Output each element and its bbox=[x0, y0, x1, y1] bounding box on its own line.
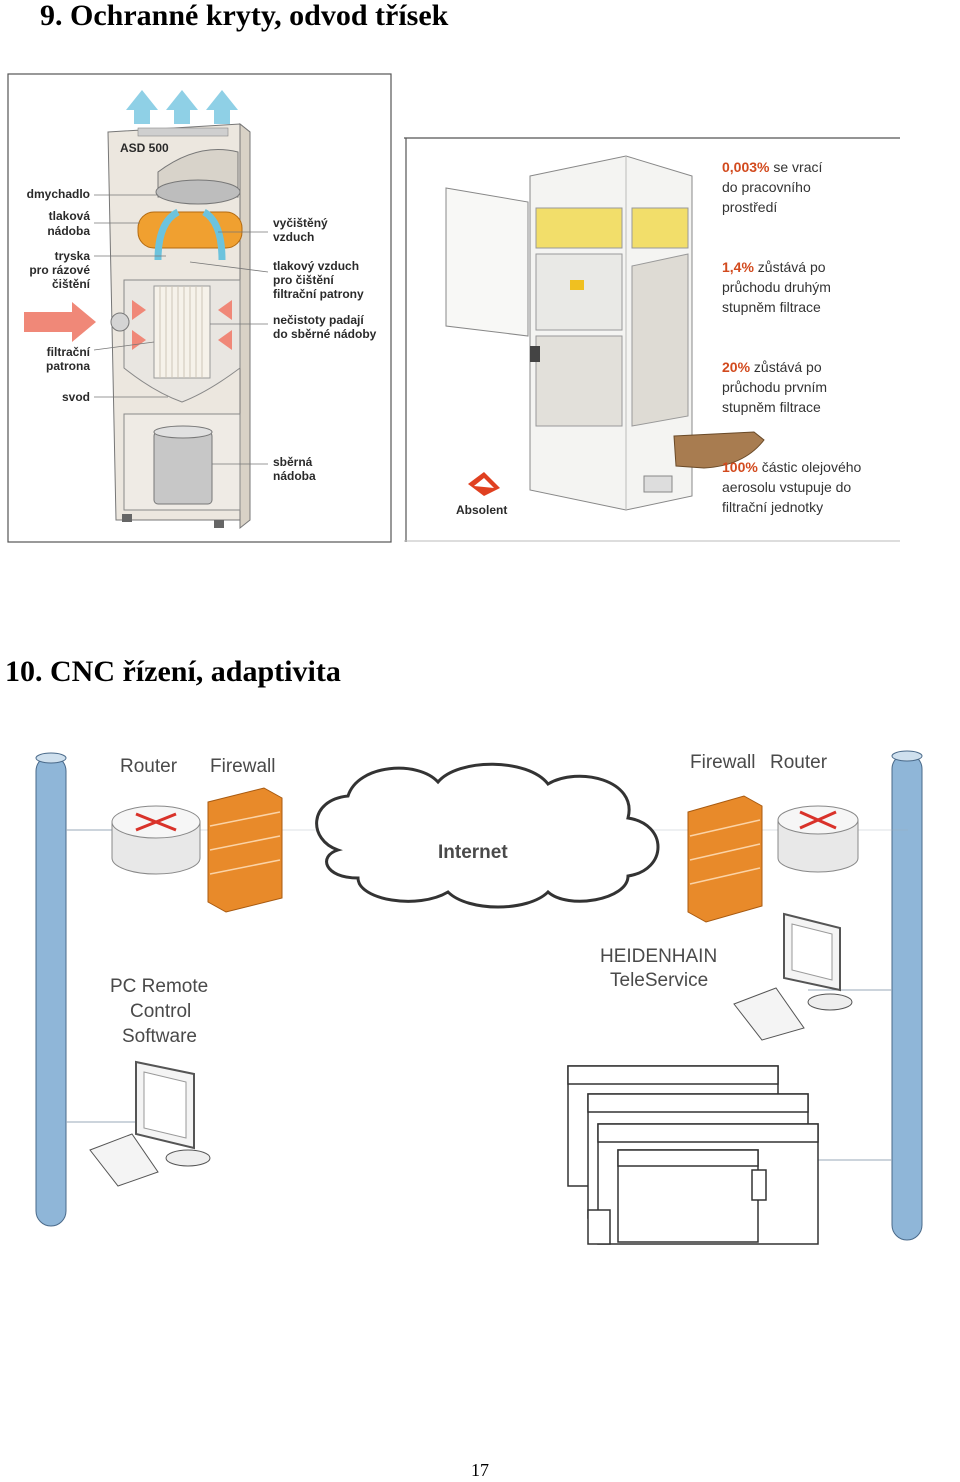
label-clean-air-2: vzduch bbox=[273, 230, 314, 244]
label-drain: svod bbox=[62, 390, 90, 404]
dust-extractor-figure: ASD 500 bbox=[7, 72, 393, 544]
right-network-pipe bbox=[891, 750, 923, 1241]
note-20-line2: průchodu prvním bbox=[722, 379, 827, 395]
label-clean-air-1: vyčištěný bbox=[273, 216, 328, 230]
label-nozzle-3: čištění bbox=[52, 277, 91, 291]
label-blower: dmychadlo bbox=[27, 187, 90, 201]
note-0003: 0,003% se vrací do pracovního prostředí bbox=[722, 159, 822, 215]
label-pressure-air-3: filtrační patrony bbox=[273, 287, 364, 301]
label-tank-1: tlaková bbox=[49, 209, 91, 223]
oil-mist-filter-figure: Absolent 0,003% se vrací do pracovního p… bbox=[404, 136, 902, 544]
label-cartridge-2: patrona bbox=[46, 359, 90, 373]
note-20-line1: zůstává po bbox=[750, 359, 822, 375]
pc-remote-label-3: Software bbox=[122, 1026, 197, 1047]
note-0003-line1: se vrací bbox=[769, 159, 822, 175]
left-firewall-icon bbox=[207, 787, 283, 913]
pct-0003: 0,003% bbox=[722, 159, 770, 175]
svg-text:100% částic olejového: 100% částic olejového bbox=[722, 459, 862, 475]
note-20-line3: stupněm filtrace bbox=[722, 399, 821, 415]
svg-text:20% zůstává po: 20% zůstává po bbox=[722, 359, 822, 375]
dust-extractor-illustration: ASD 500 bbox=[7, 73, 392, 543]
pct-20: 20% bbox=[722, 359, 751, 375]
note-100: 100% částic olejového aerosolu vstupuje … bbox=[722, 459, 862, 515]
absolent-logo-text: Absolent bbox=[456, 503, 507, 517]
label-pressure-air-1: tlakový vzduch bbox=[273, 259, 359, 273]
left-network-pipe bbox=[35, 752, 67, 1227]
unit-brand: ASD 500 bbox=[120, 141, 169, 155]
svg-text:1,4% zůstává po: 1,4% zůstává po bbox=[722, 259, 826, 275]
inlet-arrow bbox=[24, 302, 96, 342]
label-dirt-1: nečistoty padají bbox=[273, 313, 364, 327]
label-dirt-2: do sběrné nádoby bbox=[273, 327, 377, 341]
network-diagram-illustration: Router Firewall Internet Firewall bbox=[35, 750, 923, 1245]
pct-14: 1,4% bbox=[722, 259, 754, 275]
note-0003-line3: prostředí bbox=[722, 199, 777, 215]
page-number: 17 bbox=[471, 1460, 489, 1480]
internet-cloud bbox=[315, 762, 660, 909]
label-tank-2: nádoba bbox=[47, 224, 90, 238]
right-router-label: Router bbox=[770, 752, 828, 773]
note-20: 20% zůstává po průchodu prvním stupněm f… bbox=[722, 359, 827, 415]
pct-100: 100% bbox=[722, 459, 758, 475]
heidenhain-label-2: TeleService bbox=[610, 970, 708, 991]
right-firewall-label: Firewall bbox=[690, 752, 755, 773]
svg-text:0,003% se vrací: 0,003% se vrací bbox=[722, 159, 822, 175]
pc-remote-label-2: Control bbox=[130, 1001, 191, 1022]
label-nozzle-2: pro rázové bbox=[29, 263, 90, 277]
internet-label: Internet bbox=[438, 842, 508, 863]
left-router-icon bbox=[111, 805, 201, 875]
label-bin-1: sběrná bbox=[273, 455, 313, 469]
oil-mist-filter-illustration: Absolent 0,003% se vrací do pracovního p… bbox=[404, 137, 900, 542]
left-firewall-label: Firewall bbox=[210, 756, 275, 777]
left-router-label: Router bbox=[120, 756, 178, 777]
heidenhain-label-1: HEIDENHAIN bbox=[600, 946, 717, 967]
teleservice-computer-icon bbox=[733, 912, 853, 1041]
label-bin-2: nádoba bbox=[273, 469, 316, 483]
section-9-heading: 9. Ochranné kryty, odvod třísek bbox=[40, 0, 449, 32]
remote-pc-computer-icon bbox=[89, 1060, 211, 1187]
label-cartridge-1: filtrační bbox=[47, 345, 91, 359]
right-firewall-icon bbox=[687, 795, 763, 923]
cabinet: ASD 500 bbox=[24, 122, 251, 530]
note-14-line3: stupněm filtrace bbox=[722, 299, 821, 315]
pc-remote-label-1: PC Remote bbox=[110, 976, 208, 997]
section-10-heading: 10. CNC řízení, adaptivita bbox=[5, 655, 341, 688]
note-14-line1: zůstává po bbox=[754, 259, 826, 275]
right-router-icon bbox=[777, 805, 859, 873]
note-100-line2: aerosolu vstupuje do bbox=[722, 479, 851, 495]
note-0003-line2: do pracovního bbox=[722, 179, 811, 195]
note-14: 1,4% zůstává po průchodu druhým stupněm … bbox=[722, 259, 831, 315]
note-100-line1: částic olejového bbox=[758, 459, 862, 475]
network-diagram: Router Firewall Internet Firewall bbox=[28, 740, 933, 1260]
note-100-line3: filtrační jednotky bbox=[722, 499, 823, 515]
label-nozzle-1: tryska bbox=[55, 249, 91, 263]
exhaust-arrows bbox=[126, 90, 238, 124]
filter-unit bbox=[445, 155, 765, 511]
note-14-line2: průchodu druhým bbox=[722, 279, 831, 295]
cnc-machines-icon bbox=[567, 1065, 819, 1245]
label-pressure-air-2: pro čištění bbox=[273, 273, 334, 287]
